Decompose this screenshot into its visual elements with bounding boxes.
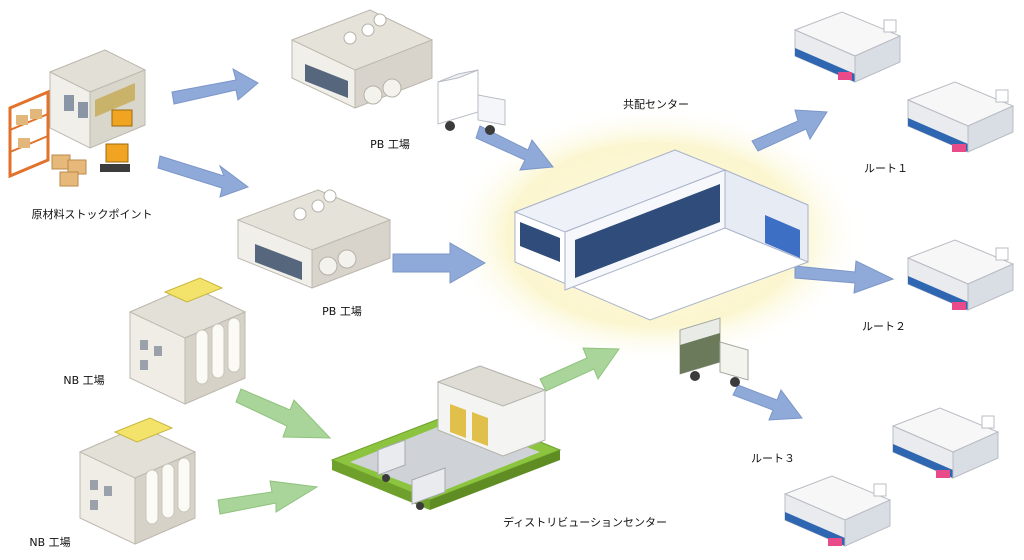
arrow-truck-to-route3 — [732, 384, 803, 421]
label-route-3: ルート３ — [751, 452, 795, 465]
label-nb-factory-2: NB 工場 — [29, 536, 71, 549]
arrow-center-to-route2 — [794, 260, 895, 294]
shared-center-building-illustration — [513, 149, 809, 321]
pb-factory-illustration-2 — [236, 189, 392, 289]
arrow-raw-to-pb1 — [171, 67, 259, 105]
label-route-1: ルート１ — [864, 162, 908, 175]
arrow-raw-to-pb2 — [157, 155, 250, 198]
arrow-pb2-to-center — [392, 242, 487, 284]
store-illustration-3 — [906, 239, 1015, 311]
delivery-truck-illustration-1 — [437, 69, 506, 135]
store-illustration-4 — [891, 407, 1000, 479]
arrow-nb1-to-dc — [235, 388, 332, 439]
label-raw-material: 原材料ストックポイント — [31, 208, 153, 221]
arrow-center-to-route1 — [751, 109, 828, 152]
distribution-center-illustration — [330, 365, 562, 510]
store-illustration-1 — [793, 11, 902, 83]
label-nb-factory-1: NB 工場 — [63, 374, 105, 387]
nb-factory-illustration-1 — [128, 277, 247, 405]
raw-material-warehouse-illustration — [8, 49, 147, 187]
arrow-nb2-to-dc — [217, 480, 319, 515]
nb-factory-illustration-2 — [78, 417, 197, 545]
label-distribution-center: ディストリビューションセンター — [502, 516, 668, 529]
arrow-truck-to-center — [475, 125, 554, 171]
store-illustration-5 — [783, 475, 892, 547]
store-illustration-2 — [906, 81, 1015, 153]
label-route-2: ルート２ — [862, 320, 906, 333]
arrow-dc-to-center — [539, 347, 620, 392]
delivery-truck-illustration-2 — [679, 317, 749, 387]
label-pb-factory-1: PB 工場 — [370, 138, 410, 151]
label-pb-factory-2: PB 工場 — [322, 305, 362, 318]
label-shared-center: 共配センター — [623, 98, 689, 111]
pb-factory-illustration-1 — [290, 9, 434, 109]
